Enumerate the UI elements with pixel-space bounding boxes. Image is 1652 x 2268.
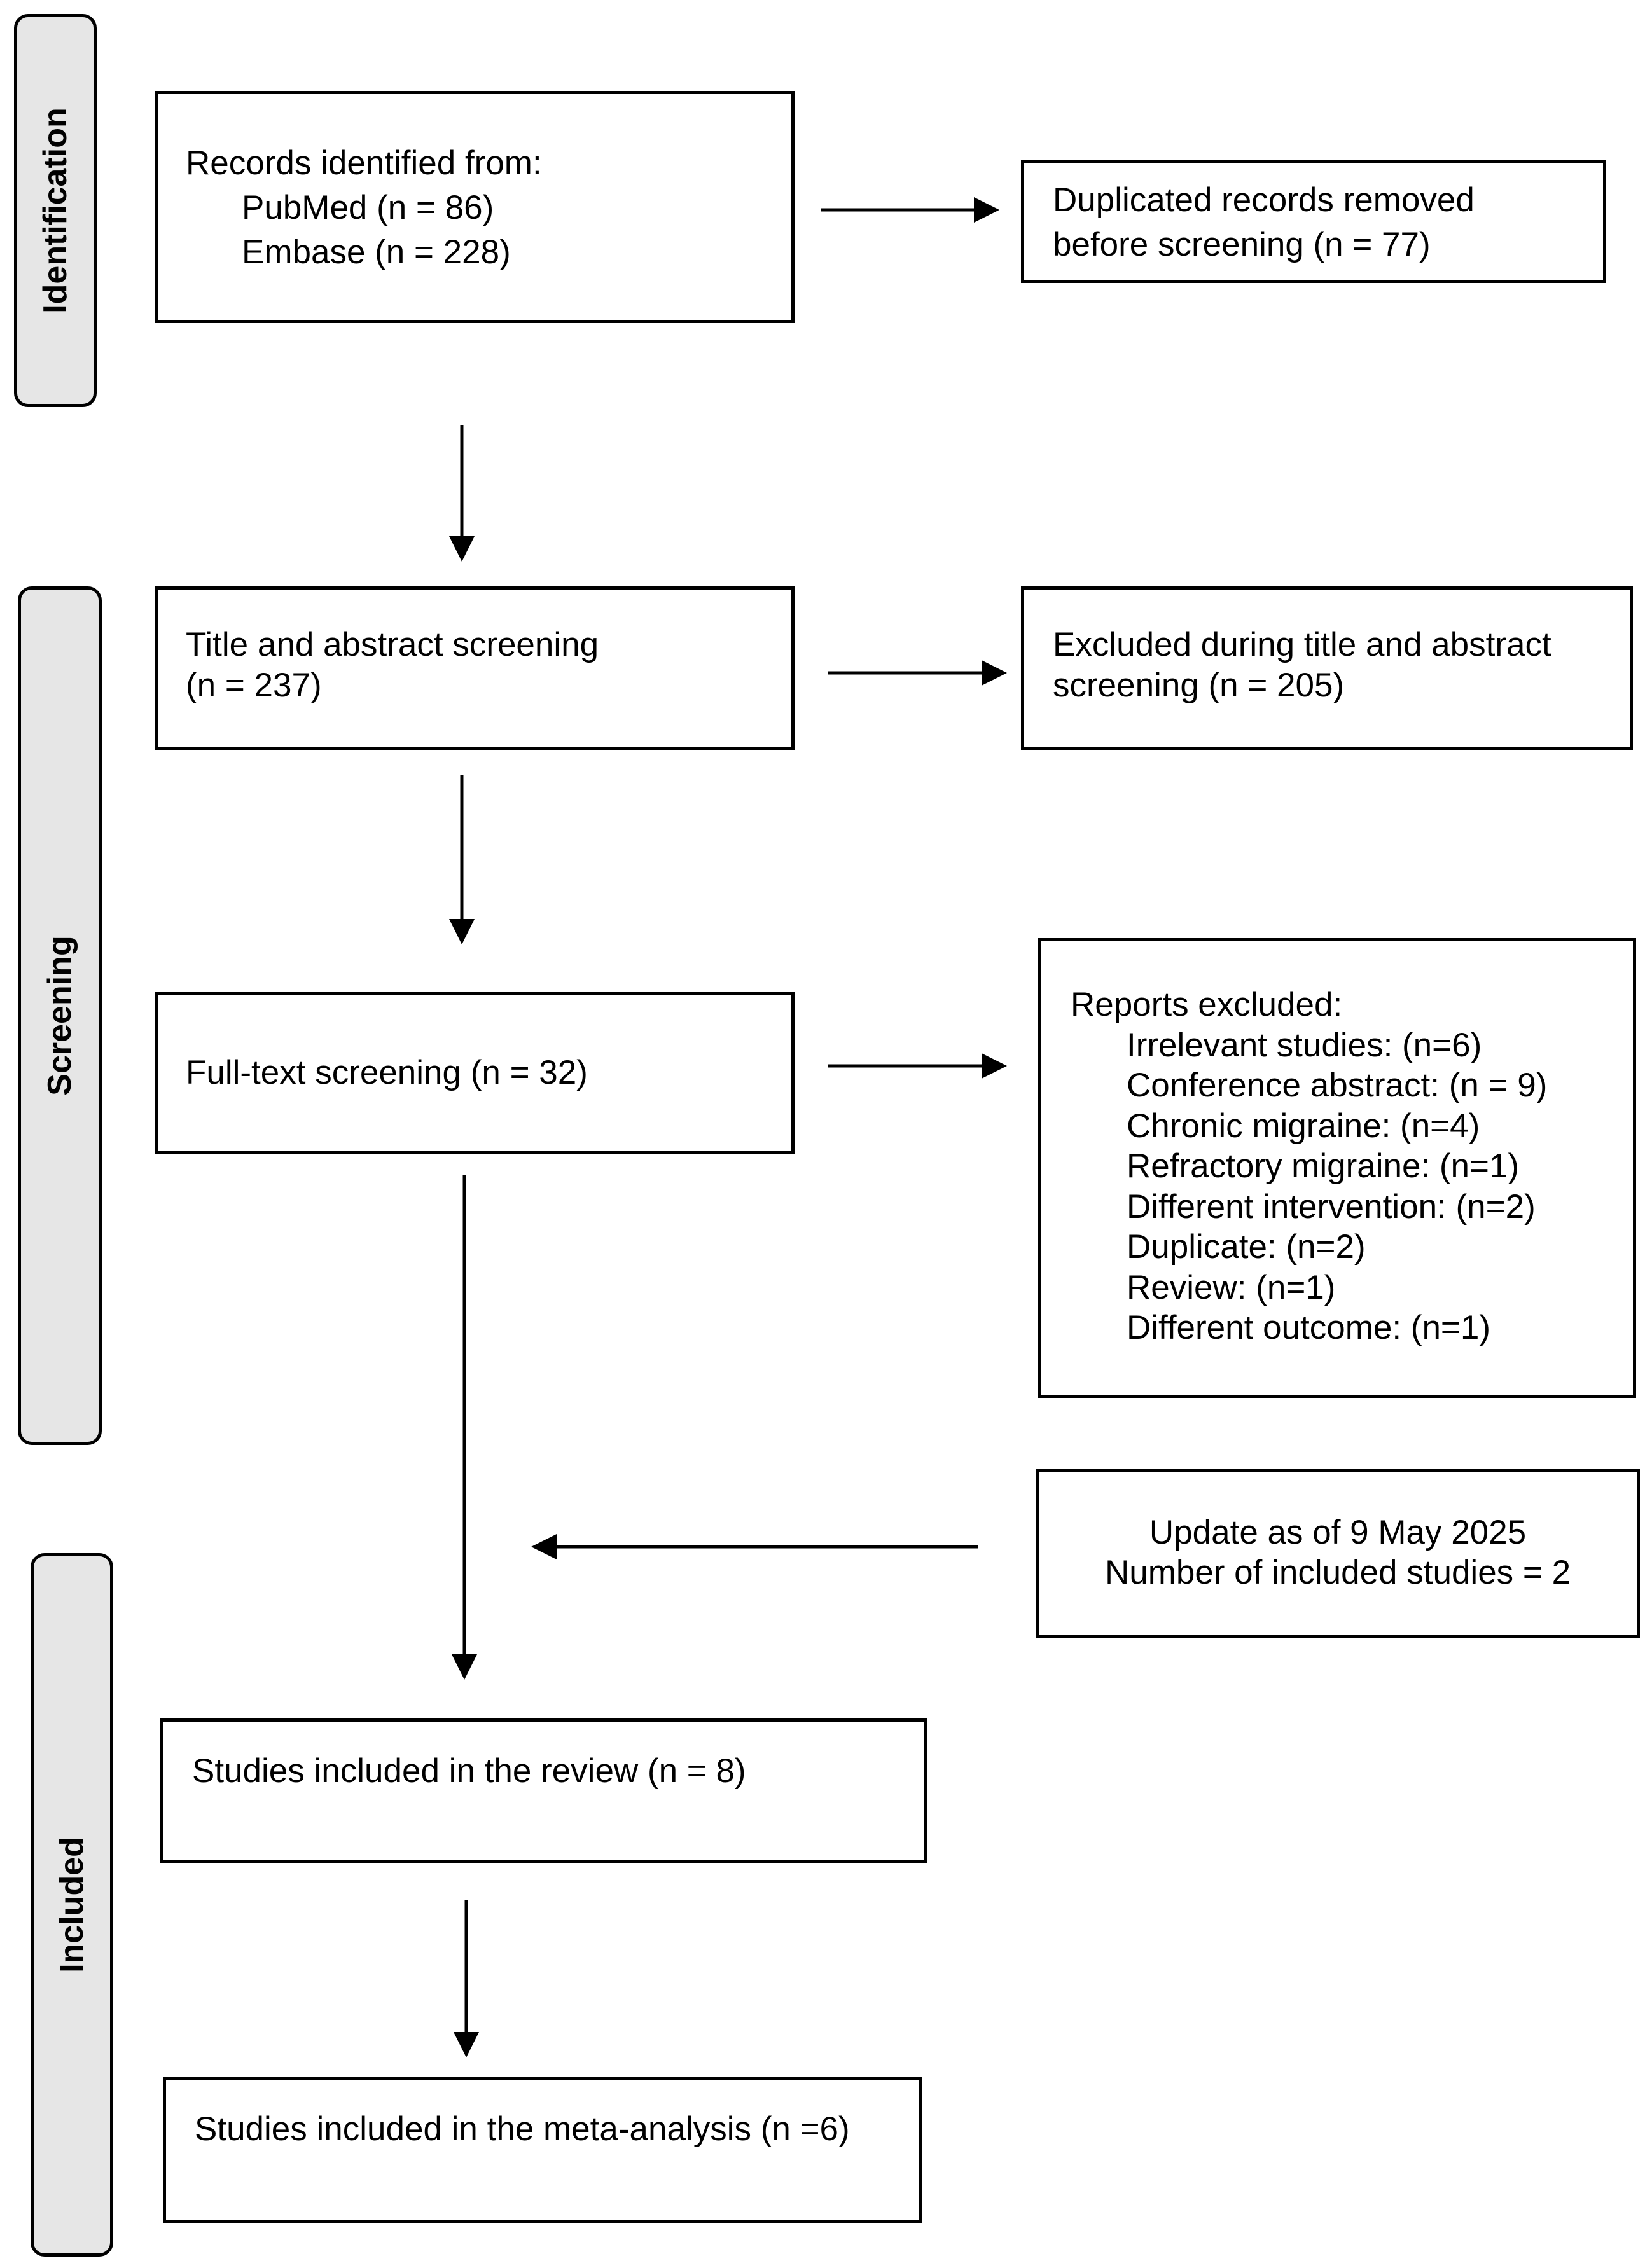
excluded-title-abstract-box [1021,586,1633,750]
records-pubmed: PubMed (n = 86) [242,189,494,226]
excluded-title-abstract-line-2: screening (n = 205) [1053,667,1345,704]
reports-excluded-item: Refractory migraine: (n=1) [1127,1147,1520,1185]
reports-excluded-item: Different outcome: (n=1) [1127,1309,1491,1346]
excluded-title-abstract-line-1: Excluded during title and abstract [1053,626,1551,663]
review-box [160,1718,927,1863]
duplicates-line-1: Duplicated records removed [1053,181,1475,219]
duplicates-removed-box [1021,160,1606,283]
reports-excluded-header: Reports excluded: [1071,986,1343,1023]
reports-excluded-item: Duplicate: (n=2) [1127,1228,1366,1266]
review-label: Studies included in the review (n = 8) [192,1752,746,1790]
meta-analysis-label: Studies included in the meta-analysis (n… [195,2110,850,2148]
reports-excluded-item: Conference abstract: (n = 9) [1127,1067,1548,1104]
duplicates-line-2: before screening (n = 77) [1053,226,1431,263]
reports-excluded-item: Irrelevant studies: (n=6) [1127,1027,1482,1064]
phase-included: Included [31,1553,113,2257]
full-text-label: Full-text screening (n = 32) [186,1054,588,1091]
title-abstract-box [155,586,795,750]
full-text-box [155,992,795,1154]
phase-identification: Identification [14,14,97,407]
reports-excluded-item: Review: (n=1) [1127,1269,1336,1306]
title-abstract-line-1: Title and abstract screening [186,626,599,663]
records-embase: Embase (n = 228) [242,233,511,271]
update-line-1: Update as of 9 May 2025 [1149,1514,1527,1551]
reports-excluded-box [1038,938,1636,1398]
title-abstract-line-2: (n = 237) [186,667,322,704]
records-identified-box [155,91,795,323]
records-identified-header: Records identified from: [186,144,542,182]
meta-analysis-box [163,2077,922,2223]
phase-screening: Screening [18,586,102,1445]
update-box [1036,1469,1640,1638]
update-line-2: Number of included studies = 2 [1104,1554,1571,1591]
reports-excluded-item: Different intervention: (n=2) [1127,1188,1536,1226]
reports-excluded-item: Chronic migraine: (n=4) [1127,1107,1480,1145]
